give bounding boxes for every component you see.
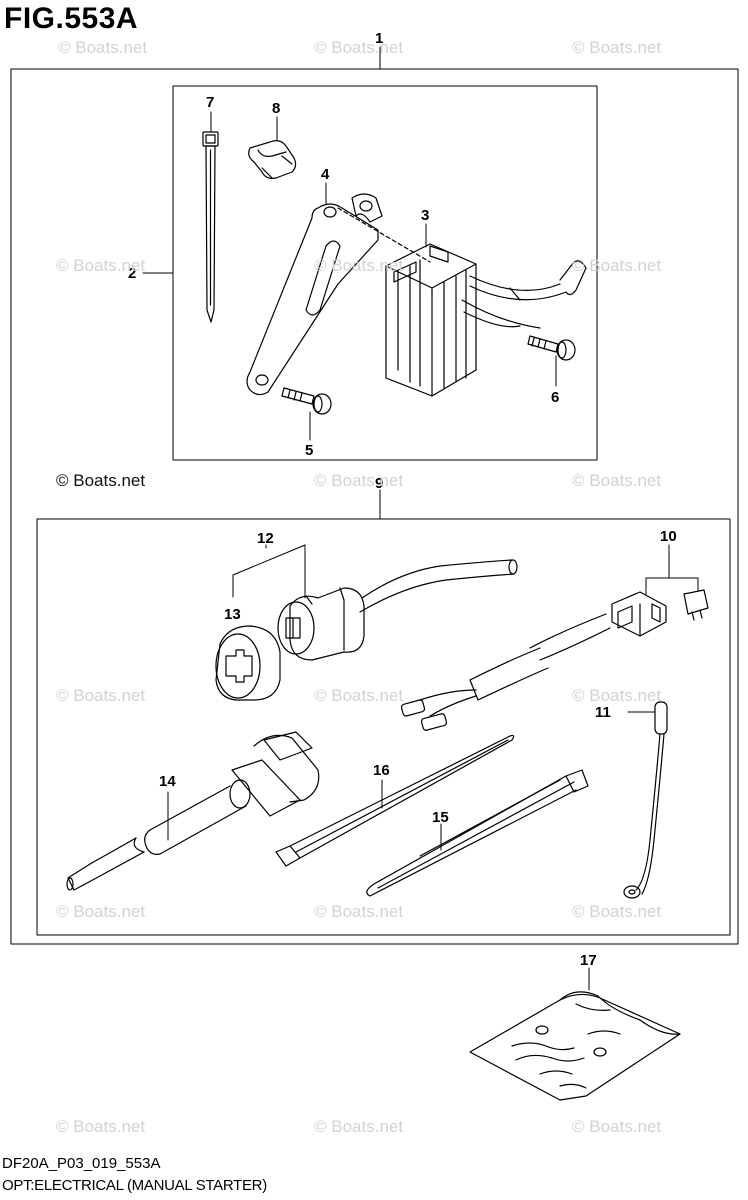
watermark: © Boats.net (572, 1117, 662, 1136)
watermark: © Boats.net (314, 256, 404, 275)
part-8-clip (248, 140, 297, 179)
callout-15: 15 (432, 809, 449, 826)
part-14-cable (66, 731, 320, 891)
part-4-bracket (246, 193, 431, 396)
watermark: © Boats.net (56, 471, 146, 490)
part-7-cable-tie (202, 131, 219, 323)
callout-16: 16 (373, 762, 390, 779)
watermark: © Boats.net (314, 902, 404, 921)
part-11-sensor (623, 701, 668, 899)
callout-13: 13 (224, 606, 241, 623)
callout-1: 1 (375, 30, 384, 47)
callout-5: 5 (305, 442, 314, 459)
callout-3: 3 (421, 207, 430, 224)
watermark: © Boats.net (56, 1117, 146, 1136)
figure-description: OPT:ELECTRICAL (MANUAL STARTER) (2, 1177, 267, 1194)
figure-title: FIG.553A (4, 2, 139, 35)
part-16-cable-tie (275, 734, 515, 867)
part-17-parts-bag (469, 991, 681, 1101)
part-6-bolt (527, 335, 576, 361)
watermark: © Boats.net (314, 1117, 404, 1136)
watermark: © Boats.net (572, 902, 662, 921)
callout-10: 10 (660, 528, 677, 545)
watermark: © Boats.net (314, 686, 404, 705)
group-1-frame (10, 68, 739, 945)
callout-4: 4 (321, 166, 330, 183)
part-3-regulator (385, 243, 587, 397)
watermark: © Boats.net (314, 38, 404, 57)
callout-14: 14 (159, 773, 176, 790)
watermark: © Boats.net (56, 686, 146, 705)
callout-11: 11 (595, 704, 611, 721)
leader-lines (142, 46, 699, 991)
watermark: © Boats.net (56, 256, 146, 275)
watermark: © Boats.net (572, 686, 662, 705)
figure-code: DF20A_P03_019_553A (2, 1155, 161, 1172)
callout-6: 6 (551, 389, 560, 406)
part-5-bolt (281, 387, 332, 415)
watermark: © Boats.net (56, 902, 146, 921)
watermark: © Boats.net (572, 38, 662, 57)
callout-9: 9 (375, 475, 384, 492)
callout-7: 7 (206, 94, 215, 111)
watermark: © Boats.net (572, 256, 662, 275)
part-15-cable-tie (366, 769, 589, 897)
part-13-coupler (215, 625, 281, 701)
part-12-coupler (277, 559, 518, 661)
watermark: © Boats.net (58, 38, 148, 57)
callout-12: 12 (257, 530, 274, 547)
part-10-harness (400, 589, 709, 731)
group-9-frame (36, 518, 731, 936)
callout-8: 8 (272, 100, 281, 117)
watermark: © Boats.net (314, 471, 404, 490)
callout-17: 17 (580, 952, 597, 969)
watermark: © Boats.net (572, 471, 662, 490)
callout-2: 2 (128, 265, 137, 282)
